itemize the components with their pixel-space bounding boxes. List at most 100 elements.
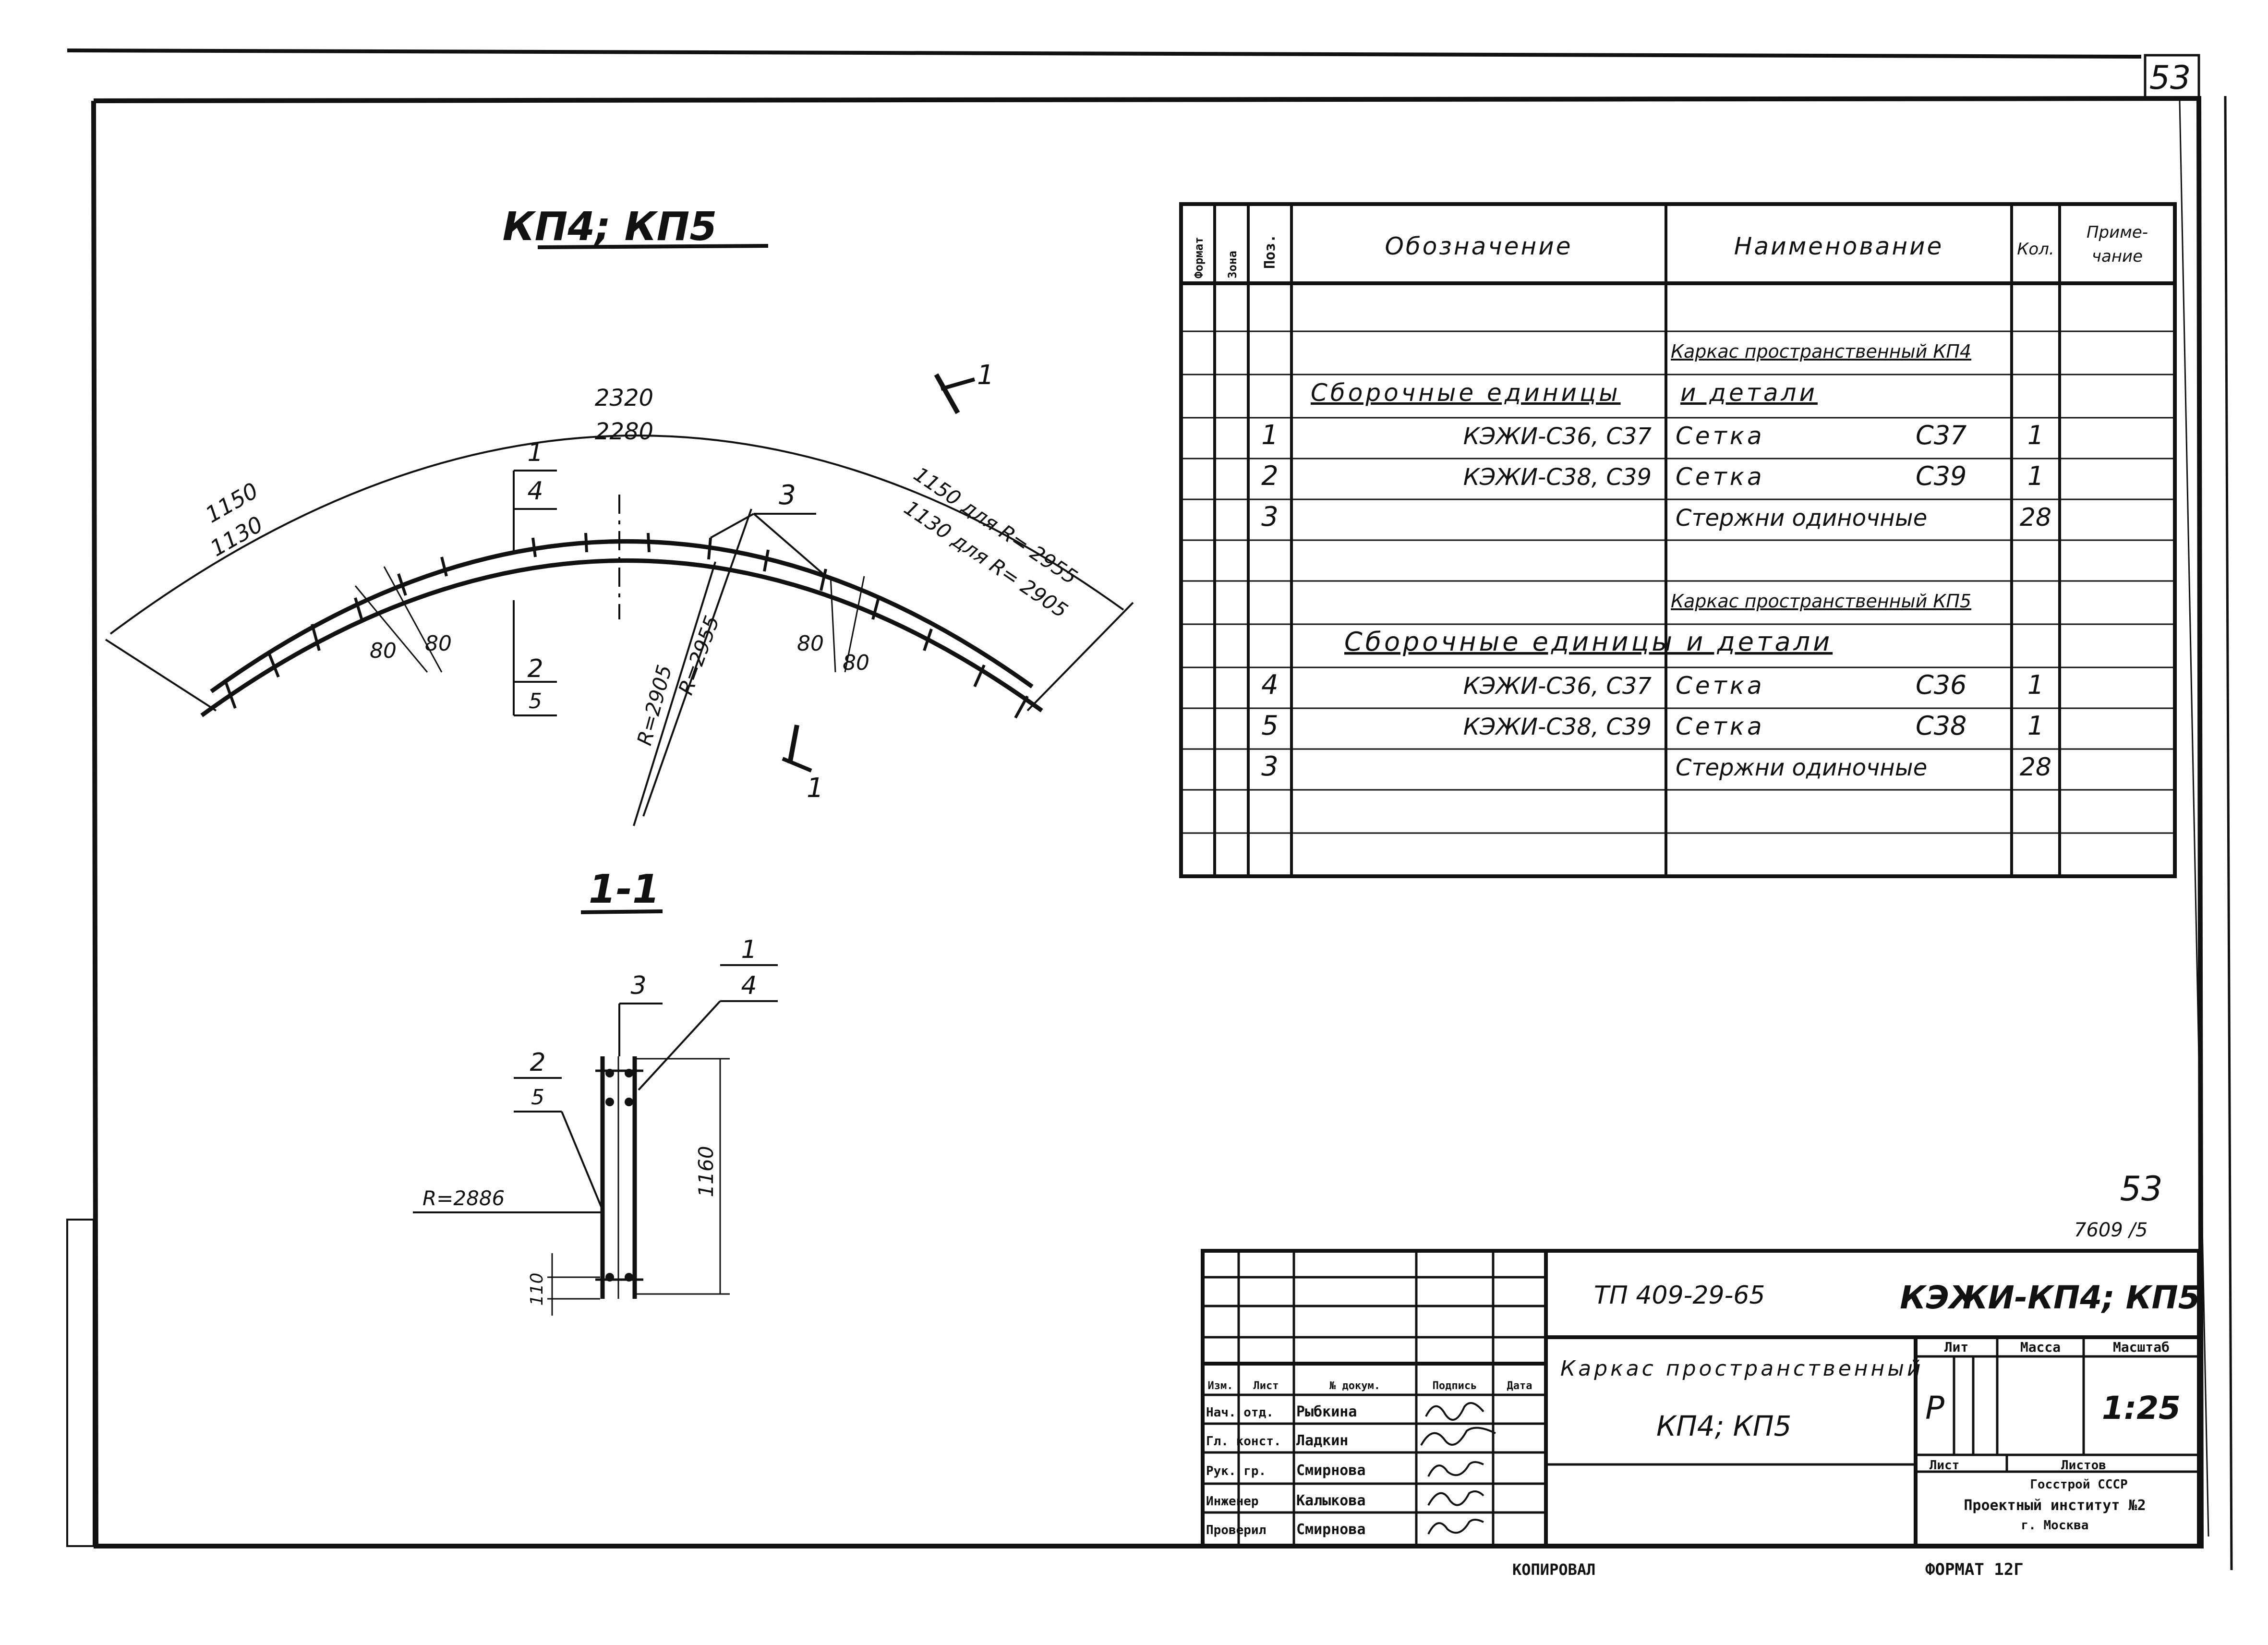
header-note-line1: Приме- <box>2087 223 2148 242</box>
callout-4: 4 <box>527 477 543 506</box>
row-7-name: Каркас пространственный КП5 <box>1671 591 1971 612</box>
section-view: 1-1 1160 110 R=2886 3 1 <box>413 867 778 1316</box>
row-9-pos: 4 <box>1261 669 1279 701</box>
header-zone: Зона <box>1226 251 1239 278</box>
scale-value: 1:25 <box>2102 1390 2181 1427</box>
radius-line-2905 <box>633 561 716 826</box>
cage-bars <box>224 532 1029 719</box>
row-3-mark: С37 <box>1916 420 1966 450</box>
row-5-qty: 28 <box>2020 503 2051 532</box>
section-callout-2-5: 2 5 <box>514 1048 603 1210</box>
callout-3-number: 3 <box>779 480 796 511</box>
row-11-pos: 3 <box>1261 751 1279 782</box>
row-3-designation: КЭЖИ-С36, С37 <box>1463 423 1652 450</box>
spacing-right-80-a: 80 <box>797 631 824 656</box>
signatures <box>1420 1402 1496 1535</box>
plan-view-title: КП4; КП5 <box>503 204 717 250</box>
col-doc-number: № докум. <box>1329 1380 1380 1392</box>
callout-2-5: 2 5 <box>513 600 557 716</box>
sheet-frame <box>66 48 2233 1571</box>
arc-dim-2320: 2320 <box>595 385 653 411</box>
staff-role-2: Гл. конст. <box>1206 1434 1281 1449</box>
header-format: Формат <box>1192 237 1206 278</box>
spacing-left-80-a: 80 <box>370 639 397 663</box>
section-mark-top: 1 <box>934 360 994 414</box>
row-9-mark: С36 <box>1916 670 1966 700</box>
staff-name-4: Калыкова <box>1296 1492 1366 1509</box>
header-designation: Обозначение <box>1385 232 1573 260</box>
staff-name-5: Смирнова <box>1296 1521 1366 1538</box>
header-position: Поз. <box>1262 234 1279 269</box>
section-callout-4: 4 <box>741 971 757 1000</box>
cage-outer-edge <box>200 558 1043 717</box>
section-callout-3: 3 <box>618 971 663 1056</box>
row-2-name: и детали <box>1680 379 1818 407</box>
section-mark-bottom-number: 1 <box>807 773 824 804</box>
spacing-left-80-b: 80 <box>425 631 452 656</box>
arc-dim-2280: 2280 <box>595 418 653 445</box>
row-4-name: Сетка <box>1676 463 1765 491</box>
row-3-name: Сетка <box>1676 422 1765 450</box>
col-signature: Подпись <box>1433 1380 1477 1392</box>
header-name: Наименование <box>1734 232 1944 260</box>
staff-name-2: Ладкин <box>1296 1432 1348 1449</box>
row-2-designation: Сборочные единицы <box>1311 379 1621 407</box>
row-8-name: Сборочные единицы и детали <box>1344 627 1833 657</box>
format-label: ФОРМАТ 12Г <box>1925 1560 2024 1579</box>
drawing-code: КЭЖИ-КП4; КП5 <box>1900 1279 2200 1316</box>
section-offset-110: 110 <box>527 1273 547 1306</box>
row-3-qty: 1 <box>2027 420 2044 450</box>
row-9-designation: КЭЖИ-С36, С37 <box>1463 673 1652 700</box>
sheet-header: Лист <box>1930 1458 1960 1473</box>
copied-label: КОПИРОВАЛ <box>1512 1560 1595 1579</box>
callout-2: 2 <box>527 654 543 683</box>
col-sheet: Лист <box>1254 1380 1279 1392</box>
row-5-name: Стержни одиночные <box>1676 505 1927 532</box>
section-title-underline <box>580 909 663 914</box>
section-rods <box>605 1069 633 1282</box>
callout-5: 5 <box>529 689 542 714</box>
col-change: Изм. <box>1208 1380 1233 1392</box>
outer-dimension-arc <box>109 435 1124 635</box>
project-code: ТП 409-29-65 <box>1594 1281 1765 1310</box>
cage-inner-edge <box>210 539 1034 693</box>
title-underline <box>537 244 769 249</box>
row-10-pos: 5 <box>1261 710 1279 741</box>
title-block: ТП 409-29-65 КЭЖИ-КП4; КП5 Каркас простр… <box>1201 1249 2201 1548</box>
title-line-2: КП4; КП5 <box>1656 1410 1791 1442</box>
row-9-qty: 1 <box>2027 670 2044 700</box>
section-view-title: 1-1 <box>589 867 660 912</box>
staff-name-3: Смирнова <box>1296 1462 1366 1479</box>
org-line-2: Проектный институт №2 <box>1964 1497 2146 1514</box>
section-callout-1: 1 <box>741 935 757 964</box>
row-1-name: Каркас пространственный КП4 <box>1671 341 1971 362</box>
row-4-qty: 1 <box>2027 461 2044 491</box>
section-callout-2: 2 <box>530 1048 545 1077</box>
staff-name-1: Рыбкина <box>1296 1403 1357 1420</box>
callout-3: 3 <box>710 480 827 577</box>
section-callout-5: 5 <box>531 1085 544 1110</box>
staff-role-1: Нач. отд. <box>1206 1405 1274 1420</box>
title-line-1: Каркас пространственный <box>1560 1356 1924 1381</box>
section-mark-top-number: 1 <box>977 360 994 391</box>
callout-1: 1 <box>527 438 543 467</box>
stamp-number: 53 <box>2120 1169 2162 1209</box>
row-10-qty: 1 <box>2027 711 2044 741</box>
spec-table: Формат Зона Поз. Обозначение Наименовани… <box>1179 202 2177 878</box>
plan-view: КП4; КП5 2320 2280 <box>105 204 1134 826</box>
row-3-pos: 1 <box>1261 420 1279 451</box>
mass-header: Масса <box>2020 1339 2061 1355</box>
section-callout-3-number: 3 <box>630 971 646 1000</box>
spacing-right-80-b: 80 <box>843 651 869 675</box>
radius-label-2955: R=2955 <box>674 613 724 698</box>
row-5-pos: 3 <box>1261 501 1279 532</box>
row-10-mark: С38 <box>1916 711 1966 741</box>
lit-value: Р <box>1925 1390 1944 1427</box>
section-callout-1-4: 1 4 <box>638 935 778 1091</box>
col-date: Дата <box>1507 1380 1532 1392</box>
staff-role-3: Рук. гр. <box>1206 1464 1266 1478</box>
row-9-name: Сетка <box>1676 672 1765 700</box>
staff-role-5: Проверил <box>1206 1523 1266 1537</box>
sheets-header: Листов <box>2061 1458 2106 1473</box>
row-10-designation: КЭЖИ-С38, С39 <box>1463 714 1652 740</box>
